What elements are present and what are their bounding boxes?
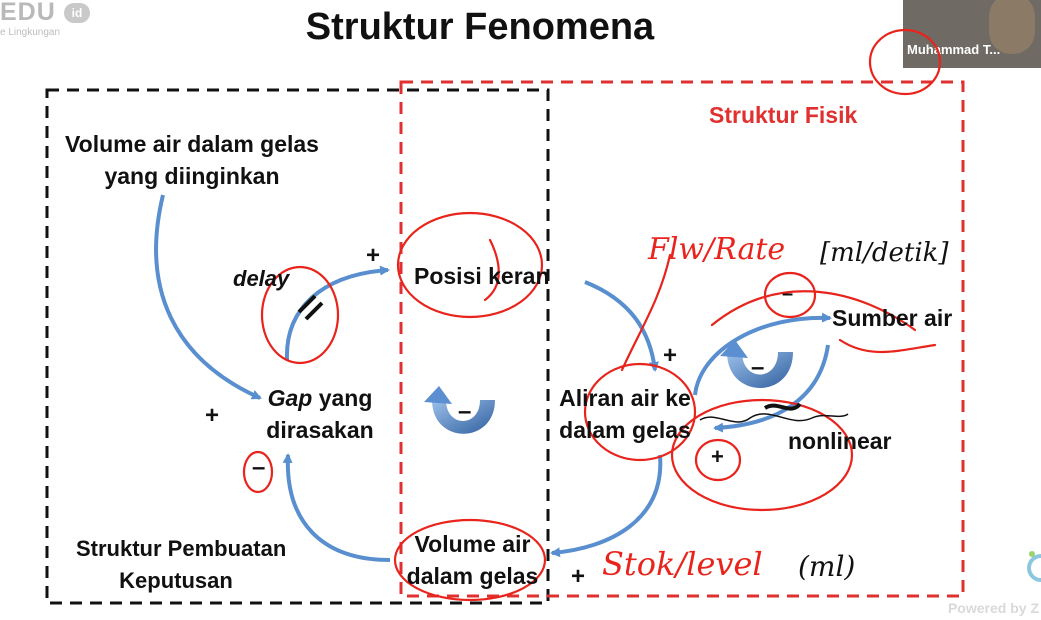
polarity-minus-volume-gap: – <box>252 454 266 481</box>
node-gap-word: Gap <box>267 385 313 411</box>
node-volume-line1: Volume air <box>414 531 531 557</box>
polarity-minus-source: – <box>782 283 794 305</box>
node-volume-in-glass: Volume air dalam gelas <box>405 528 540 592</box>
loop-sign-left: – <box>458 398 472 425</box>
logo-badge: id <box>64 3 90 23</box>
balancing-loop-right-icon <box>720 340 793 388</box>
arrow-desired-to-gap <box>154 194 262 400</box>
node-desired-volume-line2: yang diinginkan <box>104 163 280 189</box>
handwritten-annotations <box>242 28 942 602</box>
node-perceived-gap: Gap yang dirasakan <box>250 382 390 446</box>
node-flow-line2: dalam gelas <box>559 417 691 443</box>
annotation-flow-unit: [ml/detik] <box>820 238 949 268</box>
annotation-stock-level: Stok/level <box>602 545 763 583</box>
logo-text: EDU <box>0 0 56 26</box>
polarity-plus-tap: + <box>366 242 381 269</box>
participant-video-image <box>989 0 1035 54</box>
arrow-tap-to-flow <box>584 280 659 372</box>
node-desired-volume-line1: Volume air dalam gelas <box>65 131 319 157</box>
polarity-plus-gap: + <box>205 402 220 429</box>
participant-video-tile[interactable]: Muhammad T... <box>903 0 1041 68</box>
logo: EDU id e Lingkungan <box>0 0 100 44</box>
powered-by-label: Powered by Z <box>947 600 1039 616</box>
node-desired-volume: Volume air dalam gelas yang diinginkan <box>62 128 322 192</box>
loop-sign-right: – <box>751 354 765 381</box>
physical-structure-boundary <box>399 80 965 598</box>
arrow-flow-to-source <box>693 312 832 396</box>
arrow-flow-to-volume <box>550 454 663 558</box>
nonlinear-label: nonlinear <box>788 428 892 454</box>
arrow-source-to-flow <box>713 344 830 433</box>
nonlinear-squiggle <box>763 402 802 411</box>
node-flow-line1: Aliran air ke <box>559 385 691 411</box>
node-flow-into-glass: Aliran air ke dalam gelas <box>555 382 695 446</box>
zoom-logo-icon <box>1027 551 1041 582</box>
node-water-source: Sumber air <box>832 305 953 331</box>
balancing-loop-left-icon <box>424 386 495 434</box>
polarity-plus-volume: + <box>571 563 586 590</box>
handwritten-scribble <box>699 413 849 423</box>
delay-marker <box>297 294 324 321</box>
annotation-flow-rate: Flw/Rate <box>648 232 786 267</box>
arrow-volume-to-gap <box>282 453 391 562</box>
decision-structure-boundary <box>45 88 550 605</box>
polarity-plus-flow: + <box>663 342 678 369</box>
polarity-plus-source: + <box>711 444 724 469</box>
decision-label-line2: Keputusan <box>119 568 233 593</box>
annotation-stock-unit: (ml) <box>798 550 856 583</box>
logo-subtitle: e Lingkungan <box>0 27 61 38</box>
slide-title: Struktur Fenomena <box>305 6 655 48</box>
decision-label-line1: Struktur Pembuatan <box>76 536 287 561</box>
node-gap-line1-rest: yang <box>312 385 373 411</box>
decision-structure-label: Struktur Pembuatan Keputusan <box>76 533 287 597</box>
node-gap-line2: dirasakan <box>266 417 374 443</box>
physical-structure-label: Struktur Fisik <box>709 102 858 128</box>
node-tap-position: Posisi keran <box>414 263 550 289</box>
participant-name: Muhammad T... <box>907 42 1001 57</box>
delay-label: delay <box>233 266 290 291</box>
node-volume-line2: dalam gelas <box>406 563 539 589</box>
